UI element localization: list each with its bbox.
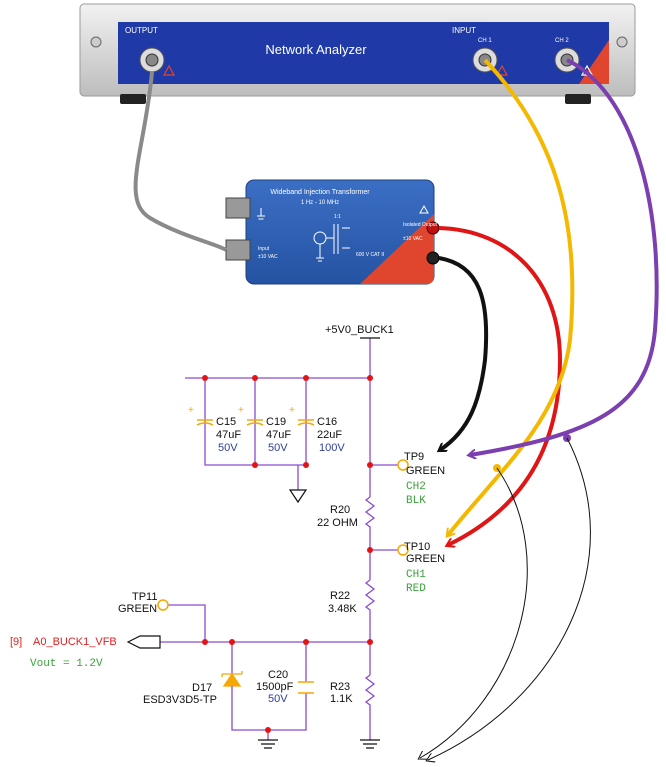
resistor-r23-symbol xyxy=(364,674,376,708)
ch1-label: CH 1 xyxy=(478,38,492,44)
cap-c19-symbol xyxy=(246,419,264,426)
ground-icon xyxy=(360,739,380,749)
r22-ref: R22 xyxy=(330,590,350,602)
ground-icon xyxy=(288,489,308,504)
warning-icon xyxy=(495,64,509,76)
transformer-ratio: 1:1 xyxy=(334,214,341,220)
r20-ref: R20 xyxy=(330,504,350,516)
front-panel xyxy=(184,22,449,84)
tp10-lead: RED xyxy=(406,583,426,595)
c16-voltage: 100V xyxy=(319,442,345,454)
c19-ref: C19 xyxy=(266,416,286,428)
warning-icon xyxy=(419,204,429,214)
r20-value: 22 OHM xyxy=(317,517,358,529)
warning-icon xyxy=(162,64,176,76)
network-analyzer: OUTPUT INPUT CH 1 CH 2 Network Analyzer xyxy=(79,3,636,104)
r22-value: 3.48K xyxy=(328,603,357,615)
c15-ref: C15 xyxy=(216,416,236,428)
cap-c16-symbol xyxy=(297,419,315,426)
c15-value: 47uF xyxy=(216,429,241,441)
input-label: INPUT xyxy=(452,26,476,35)
c16-ref: C16 xyxy=(317,416,337,428)
transformer-input-label: Input xyxy=(258,246,270,252)
r23-value: 1.1K xyxy=(330,693,353,705)
c20-value: 1500pF xyxy=(256,681,294,693)
output-cable xyxy=(133,71,228,252)
c19-voltage: 50V xyxy=(268,442,288,454)
tp10-ref: TP10 xyxy=(404,541,430,553)
svg-text:+: + xyxy=(238,405,244,416)
connector-icon xyxy=(225,197,251,219)
svg-text:+: + xyxy=(289,405,295,416)
injection-transformer: Wideband Injection Transformer 1 Hz - 10… xyxy=(225,179,440,285)
transformer-cat-rating: 600 V CAT II xyxy=(356,252,384,258)
tp11-ref: TP11 xyxy=(132,591,157,603)
net-name: A0_BUCK1_VFB xyxy=(33,636,117,648)
tp10-testpoint[interactable] xyxy=(397,544,409,556)
schematic-junctions xyxy=(202,375,373,733)
output-bnc-connector[interactable] xyxy=(139,47,165,73)
ch1-ground-return xyxy=(420,467,528,758)
ch2-probe-wire xyxy=(470,58,659,455)
ground-icon xyxy=(257,208,265,220)
c15-voltage: 50V xyxy=(218,442,238,454)
tp9-channel: CH2 xyxy=(406,481,426,493)
schematic: +5V0_BUCK1 + + + C15 47uF 50V C19 47uF 5… xyxy=(10,324,445,749)
tp10-channel: CH1 xyxy=(406,569,426,581)
ch2-ground-return xyxy=(428,437,591,760)
tp11-testpoint[interactable] xyxy=(157,599,169,611)
tp9-ref: TP9 xyxy=(404,451,424,463)
screw-icon xyxy=(616,36,628,48)
transformer-symbol-icon xyxy=(313,224,350,262)
transformer-title: Wideband Injection Transformer xyxy=(270,189,370,196)
ground-icon xyxy=(258,739,278,749)
output-label: OUTPUT xyxy=(125,26,158,35)
tp9-testpoint[interactable] xyxy=(397,459,409,471)
ch1-probe-wire xyxy=(448,58,575,535)
transformer-input-rating: ±10 VAC xyxy=(258,254,278,260)
cap-c15-symbol xyxy=(196,419,214,426)
diode-d17-symbol xyxy=(221,671,243,687)
rail-label: +5V0_BUCK1 xyxy=(325,324,394,336)
transformer-output-rating: ±10 VAC xyxy=(403,236,423,242)
tp11-color: GREEN xyxy=(118,603,157,615)
black-probe-wire xyxy=(439,256,489,450)
d17-part: ESD3V3D5-TP xyxy=(143,694,217,706)
resistor-r22-symbol xyxy=(364,579,376,612)
tp10-color: GREEN xyxy=(406,553,445,565)
vout-note: Vout = 1.2V xyxy=(30,658,103,670)
resistor-r20-symbol xyxy=(364,496,376,530)
transformer-range: 1 Hz - 10 MHz xyxy=(301,200,339,206)
r23-ref: R23 xyxy=(330,681,350,693)
c16-value: 22uF xyxy=(317,429,342,441)
c19-value: 47uF xyxy=(266,429,291,441)
tp9-color: GREEN xyxy=(406,465,445,477)
connector-icon xyxy=(225,239,251,261)
transformer-output-label: Isolated Output xyxy=(403,222,438,228)
c20-ref: C20 xyxy=(268,669,288,681)
offsheet-connector-icon xyxy=(126,635,161,649)
net-sheet-ref: [9] xyxy=(10,636,22,648)
analyzer-title: Network Analyzer xyxy=(265,42,367,57)
tp9-lead: BLK xyxy=(406,495,426,507)
screw-icon xyxy=(90,36,102,48)
c20-voltage: 50V xyxy=(268,693,288,705)
svg-text:+: + xyxy=(188,405,194,416)
d17-ref: D17 xyxy=(192,682,212,694)
cap-c20-symbol xyxy=(298,681,314,694)
red-probe-wire xyxy=(438,226,563,545)
ch2-label: CH 2 xyxy=(555,38,569,44)
